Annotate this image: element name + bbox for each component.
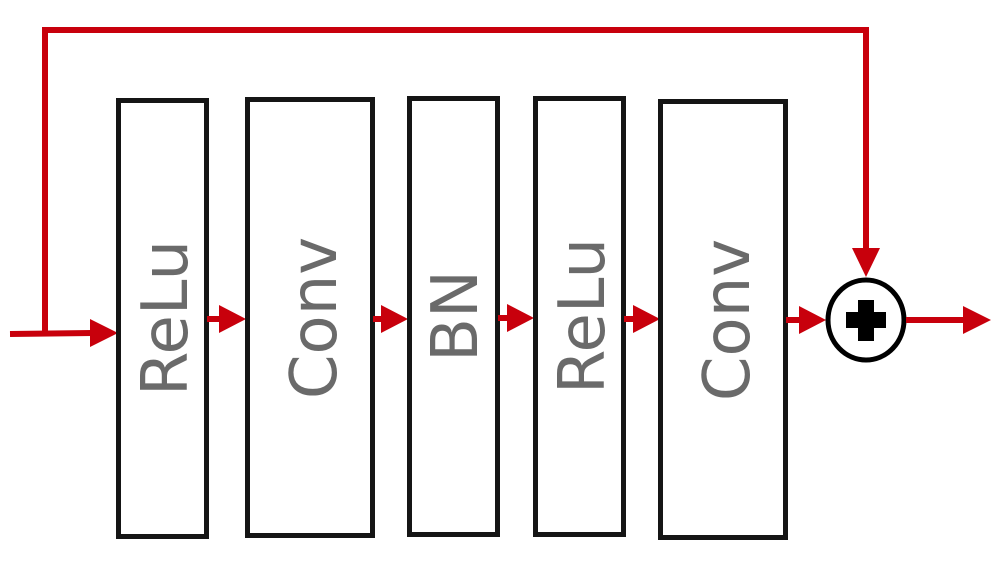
arrowhead-icon: [507, 304, 534, 332]
block-label: BN: [419, 270, 493, 362]
block-relu-2[interactable]: ReLu: [533, 96, 626, 537]
block-label: ReLu: [546, 238, 620, 394]
connector-arrow: [786, 306, 826, 334]
block-label: Conv: [278, 237, 352, 399]
skip-arrowhead-icon: [852, 248, 880, 277]
connector-arrow: [373, 305, 408, 333]
arrowhead-icon: [633, 305, 660, 333]
output-arrow: [906, 306, 991, 334]
arrowhead-icon: [90, 319, 118, 347]
block-label: Conv: [691, 239, 765, 401]
plus-circle-icon: [825, 277, 907, 363]
connector-arrow: [207, 305, 246, 333]
skip-connection: [42, 27, 880, 333]
connector-arrow: [624, 305, 660, 333]
block-conv-2[interactable]: Conv: [658, 99, 788, 540]
input-arrow: [9, 319, 118, 347]
block-conv-1[interactable]: Conv: [245, 97, 375, 538]
arrowhead-icon: [381, 305, 408, 333]
block-relu-1[interactable]: ReLu: [116, 98, 209, 539]
arrowhead-icon: [799, 306, 826, 334]
arrowhead-icon: [219, 305, 246, 333]
connector-arrow: [498, 304, 534, 332]
block-bn[interactable]: BN: [407, 96, 500, 537]
block-label: ReLu: [129, 240, 203, 396]
arrowhead-icon: [963, 306, 991, 334]
